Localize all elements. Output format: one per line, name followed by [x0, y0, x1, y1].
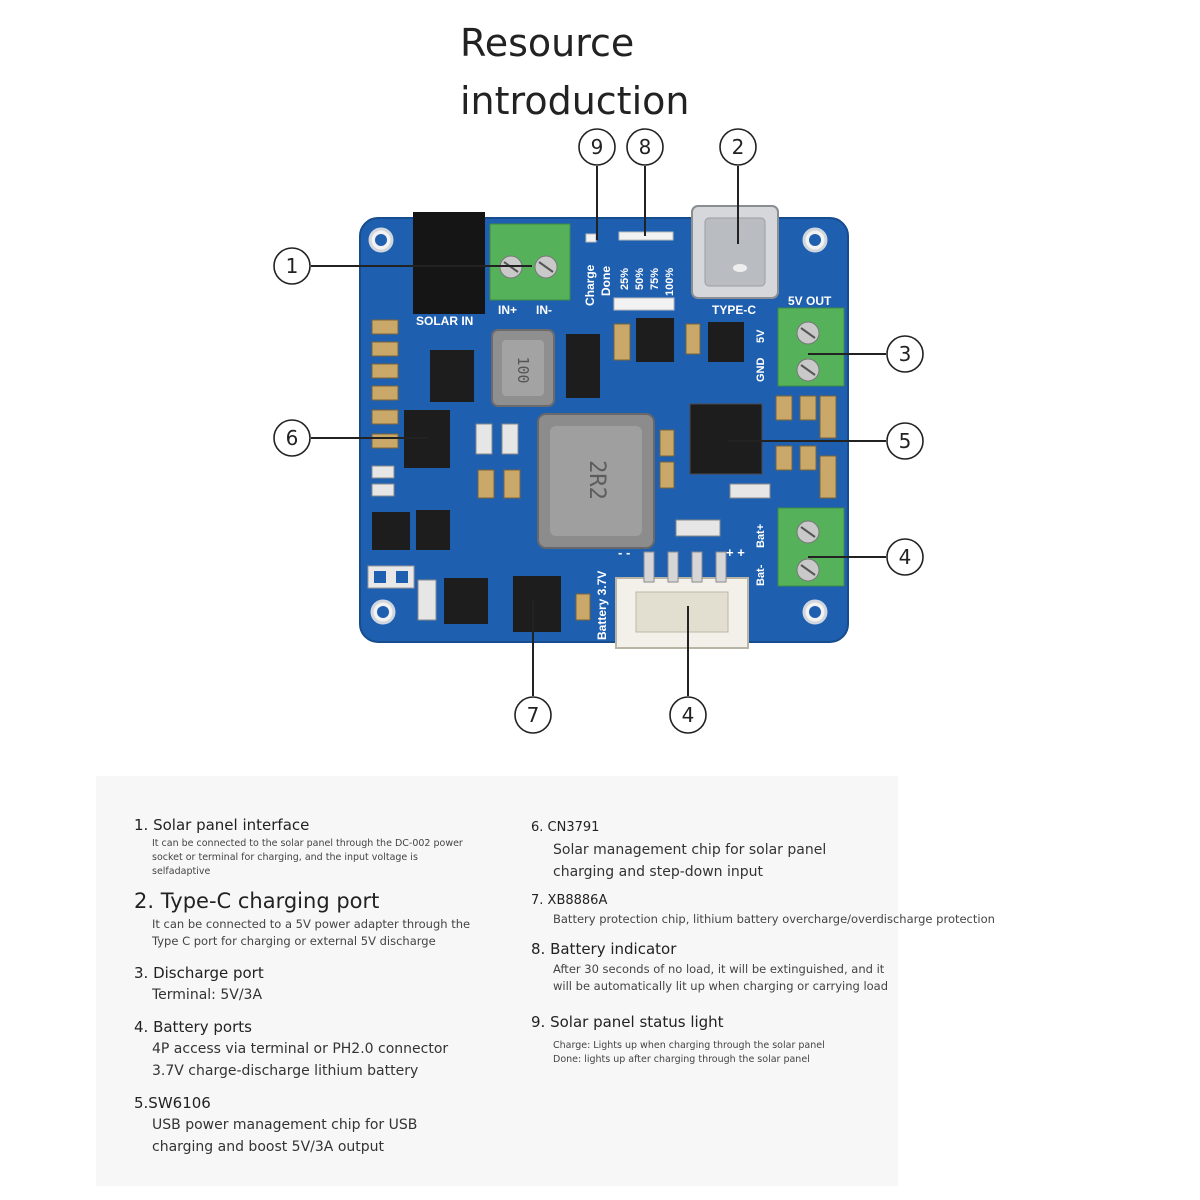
- label-25: 25%: [619, 268, 631, 290]
- svg-text:9: 9: [591, 135, 604, 159]
- item-9-desc-2: Done: lights up after charging through t…: [553, 1054, 810, 1065]
- item-4-desc-2: 3.7V charge-discharge lithium battery: [152, 1063, 419, 1079]
- label-type-c: TYPE-C: [712, 303, 756, 317]
- label-bat-minus: Bat-: [755, 564, 767, 586]
- callout-3: 3: [886, 335, 924, 373]
- label-in-minus: IN-: [536, 303, 552, 317]
- label-bat-plus: Bat+: [755, 524, 767, 548]
- item-6-title: 6. CN3791: [531, 820, 600, 835]
- callout-4-terminal: 4: [886, 538, 924, 576]
- item-1-desc-3: selfadaptive: [152, 866, 211, 877]
- item-4-desc-1: 4P access via terminal or PH2.0 connecto…: [152, 1041, 449, 1057]
- item-2: 2. Type-C charging port It can be connec…: [134, 889, 494, 950]
- callout-8: 8: [626, 128, 664, 166]
- item-9-title: 9. Solar panel status light: [531, 1013, 724, 1031]
- item-4: 4. Battery ports 4P access via terminal …: [134, 1018, 494, 1082]
- item-5-desc-2: charging and boost 5V/3A output: [152, 1139, 384, 1155]
- item-1-desc-1: It can be connected to the solar panel t…: [152, 838, 463, 849]
- page-title: Resource introduction: [460, 14, 689, 130]
- callout-5: 5: [886, 422, 924, 460]
- svg-text:2: 2: [732, 135, 745, 159]
- description-left-column: 1. Solar panel interface It can be conne…: [134, 816, 494, 1158]
- svg-text:5: 5: [899, 429, 912, 453]
- label-5v-out: 5V OUT: [788, 294, 832, 308]
- item-1-desc-2: socket or terminal for charging, and the…: [152, 852, 418, 863]
- board-diagram: 100 2R2 SOLAR IN IN+ IN-: [273, 128, 924, 734]
- svg-text:4: 4: [899, 545, 912, 569]
- svg-text:3: 3: [899, 342, 912, 366]
- item-6: 6. CN3791 Solar management chip for sola…: [531, 820, 891, 883]
- callout-9: 9: [578, 128, 616, 166]
- item-7-desc-1: Battery protection chip, lithium battery…: [553, 912, 995, 926]
- chip-sw6106: [689, 403, 763, 475]
- item-1-title: 1. Solar panel interface: [134, 816, 310, 834]
- callout-6: 6: [273, 419, 311, 457]
- label-battery: Battery 3.7V: [595, 571, 609, 640]
- item-9-desc-1: Charge: Lights up when charging through …: [553, 1040, 825, 1051]
- chip-xb8886a: [513, 576, 561, 632]
- item-5-title: 5.SW6106: [134, 1094, 211, 1112]
- label-50: 50%: [634, 268, 646, 290]
- leader-lines: [311, 166, 886, 696]
- item-8-desc-2: will be automatically lit up when chargi…: [553, 979, 889, 993]
- item-7-title: 7. XB8886A: [531, 893, 608, 908]
- item-1: 1. Solar panel interface It can be conne…: [134, 816, 494, 879]
- title-line-2: introduction: [460, 79, 690, 123]
- label-minus-minus: - -: [618, 545, 630, 560]
- item-2-desc-1: It can be connected to a 5V power adapte…: [152, 917, 471, 931]
- inductor-small-label: 100: [514, 356, 532, 383]
- svg-text:4: 4: [682, 703, 695, 727]
- label-charge: Charge: [583, 264, 597, 306]
- item-8: 8. Battery indicator After 30 seconds of…: [531, 940, 891, 995]
- label-100: 100%: [664, 268, 676, 296]
- item-2-title: 2. Type-C charging port: [134, 889, 380, 913]
- item-3-desc-1: Terminal: 5V/3A: [152, 987, 263, 1003]
- inductor-big-label: 2R2: [584, 460, 609, 500]
- svg-text:8: 8: [639, 135, 652, 159]
- callout-7: 7: [514, 696, 552, 734]
- callout-4-connector: 4: [669, 696, 707, 734]
- title-line-1: Resource: [460, 21, 635, 65]
- label-gnd: GND: [755, 358, 767, 383]
- dc-jack: [413, 212, 485, 314]
- item-8-desc-1: After 30 seconds of no load, it will be …: [553, 962, 885, 976]
- item-8-title: 8. Battery indicator: [531, 940, 677, 958]
- item-9: 9. Solar panel status light Charge: Ligh…: [531, 1013, 891, 1067]
- description-panel: [96, 776, 898, 1186]
- description-right-column: 6. CN3791 Solar management chip for sola…: [531, 820, 995, 1067]
- item-3: 3. Discharge port Terminal: 5V/3A: [134, 964, 494, 1006]
- svg-text:7: 7: [527, 703, 540, 727]
- item-6-desc-2: charging and step-down input: [553, 864, 764, 880]
- callout-2: 2: [719, 128, 757, 166]
- label-done: Done: [599, 266, 613, 296]
- item-5-desc-1: USB power management chip for USB: [152, 1117, 418, 1133]
- item-5: 5.SW6106 USB power management chip for U…: [134, 1094, 494, 1158]
- item-7: 7. XB8886A Battery protection chip, lith…: [531, 893, 995, 928]
- item-4-title: 4. Battery ports: [134, 1018, 252, 1036]
- label-in-plus: IN+: [498, 303, 517, 317]
- svg-text:6: 6: [286, 426, 299, 450]
- item-6-desc-1: Solar management chip for solar panel: [553, 842, 827, 858]
- passive-components: [371, 319, 837, 621]
- callout-1: 1: [273, 247, 311, 285]
- label-5v: 5V: [755, 329, 767, 343]
- label-solar-in: SOLAR IN: [416, 314, 473, 328]
- label-plus-plus: + +: [726, 545, 745, 560]
- item-3-title: 3. Discharge port: [134, 964, 264, 982]
- item-2-desc-2: Type C port for charging or external 5V …: [152, 934, 436, 948]
- svg-text:1: 1: [286, 254, 299, 278]
- label-75: 75%: [649, 268, 661, 290]
